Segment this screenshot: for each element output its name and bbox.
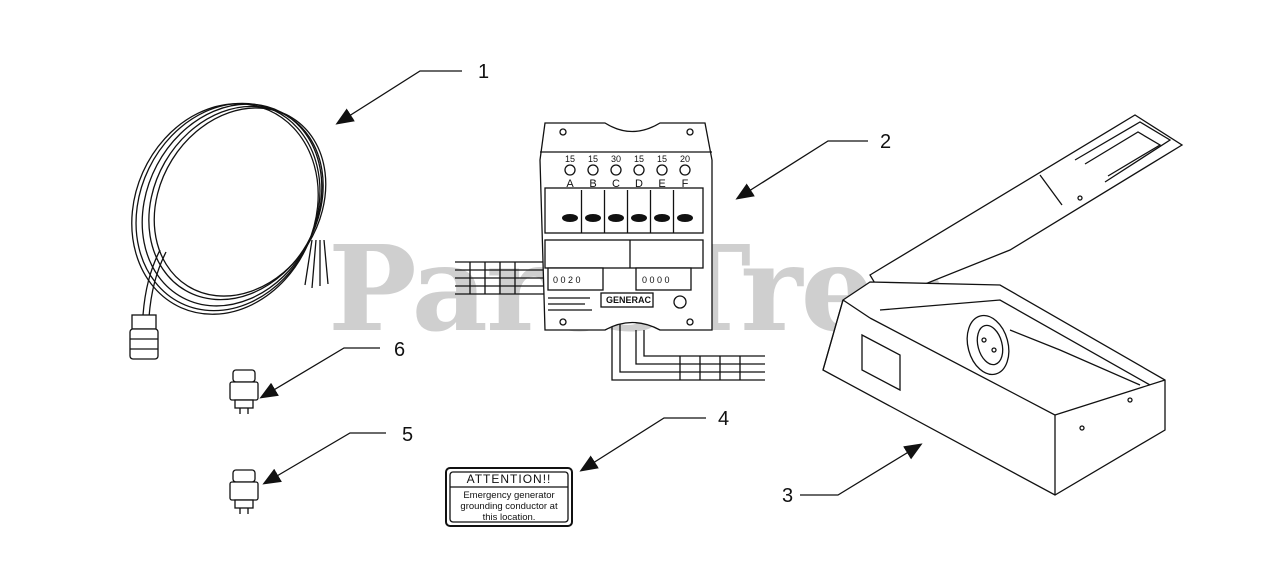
- breaker-switch-c: [608, 214, 624, 222]
- breaker-row: 15A 15B 30C 15D 15E 20F: [562, 154, 693, 233]
- callout-5-label: 5: [402, 424, 413, 446]
- warning-label-line-3: this location.: [483, 512, 536, 523]
- circuit-indicator-c: [610, 164, 622, 176]
- circuit-letter-d: D: [635, 178, 643, 190]
- callout-3-label: 3: [782, 485, 793, 507]
- part-6-plug: [229, 369, 259, 414]
- circuit-letter-b: B: [589, 178, 596, 190]
- circuit-indicator-e: [656, 164, 668, 176]
- part-3-power-inlet-box: [822, 114, 1184, 496]
- callout-1: 1: [335, 61, 489, 125]
- circuit-letter-e: E: [658, 178, 665, 190]
- breaker-switch-d: [631, 214, 647, 222]
- circuit-letter-c: C: [612, 178, 620, 190]
- callout-3: 3: [782, 443, 923, 507]
- part-2-transfer-panel: 15A 15B 30C 15D 15E 20F 0 0 2 0 0 0 0 0 GENER…: [455, 122, 765, 381]
- part-4-warning-label: ATTENTION!! Emergency generator groundin…: [445, 467, 573, 527]
- circuit-indicator-a: [564, 164, 576, 176]
- bottom-wire-bundle: [611, 320, 765, 381]
- circuit-amp-b: 15: [588, 154, 598, 164]
- circuit-indicator-d: [633, 164, 645, 176]
- part-5-plug: [229, 469, 259, 514]
- callout-1-label: 1: [478, 61, 489, 83]
- circuit-amp-e: 15: [657, 154, 667, 164]
- part-1-cable-coil: [129, 102, 329, 360]
- brand-label: GENERAC: [606, 295, 652, 305]
- callout-5: 5: [262, 424, 413, 485]
- circuit-indicator-f: [679, 164, 691, 176]
- circuit-amp-a: 15: [565, 154, 575, 164]
- circuit-letter-a: A: [566, 178, 574, 190]
- breaker-switch-a: [562, 214, 578, 222]
- callout-4: 4: [579, 408, 729, 472]
- left-wire-bundle: [455, 261, 545, 295]
- circuit-amp-d: 15: [634, 154, 644, 164]
- warning-label-title: ATTENTION!!: [467, 472, 552, 486]
- meter-left-readout: 0 0 2 0: [553, 275, 581, 285]
- circuit-amp-f: 20: [680, 154, 690, 164]
- callout-6-label: 6: [394, 339, 405, 361]
- circuit-letter-f: F: [682, 178, 689, 190]
- breaker-switch-f: [677, 214, 693, 222]
- callout-4-label: 4: [718, 408, 729, 430]
- meter-right-readout: 0 0 0 0: [642, 275, 670, 285]
- circuit-amp-c: 30: [611, 154, 621, 164]
- breaker-switch-e: [654, 214, 670, 222]
- breaker-switch-b: [585, 214, 601, 222]
- warning-label-line-2: grounding conductor at: [460, 501, 558, 512]
- warning-label-line-1: Emergency generator: [463, 490, 554, 501]
- circuit-indicator-b: [587, 164, 599, 176]
- callout-6: 6: [259, 339, 405, 399]
- callout-2-label: 2: [880, 131, 891, 153]
- callout-2: 2: [735, 131, 891, 200]
